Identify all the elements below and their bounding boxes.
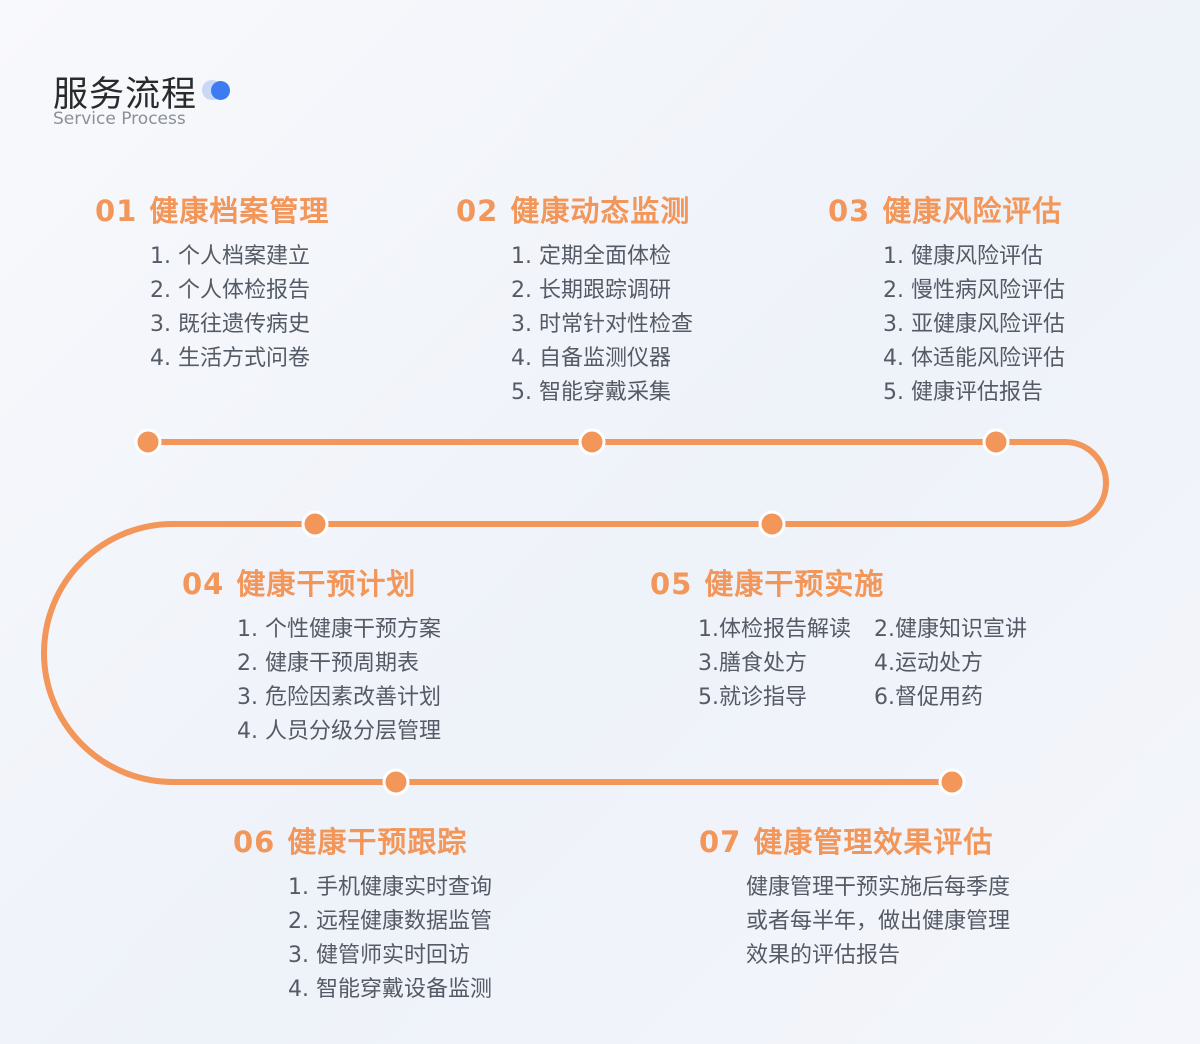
node-step-05 [758,510,786,538]
list-item: 2. 健康干预周期表 [237,651,419,676]
step-06-list: 1. 手机健康实时查询 2. 远程健康数据监管 3. 健管师实时回访 4. 智能… [288,871,492,1007]
step-05-list: 1.体检报告解读 2.健康知识宣讲 3.膳食处方 4.运动处方 5.就诊指导 6… [698,613,1050,715]
list-item: 4. 体适能风险评估 [883,346,1065,371]
list-item: 4. 智能穿戴设备监测 [288,977,492,1002]
step-01-label: 健康档案管理 [149,194,330,228]
list-item: 1. 个性健康干预方案 [237,617,441,642]
title-dots-icon [202,80,232,102]
list-item: 2. 个人体检报告 [150,278,310,303]
process-path-line [41,439,1109,785]
page-title: 服务流程 [53,75,198,115]
list-item: 3. 时常针对性检查 [511,312,693,337]
step-02-number: 02 [456,194,499,228]
step-03-number: 03 [828,194,871,228]
list-item: 2. 长期跟踪调研 [511,278,671,303]
node-step-04 [301,510,329,538]
step-02-list: 1. 定期全面体检 2. 长期跟踪调研 3. 时常针对性检查 4. 自备监测仪器… [511,240,693,410]
node-step-02 [578,428,606,456]
list-item: 2.健康知识宣讲 [874,617,1027,642]
list-item: 1. 手机健康实时查询 [288,875,492,900]
list-item: 4. 人员分级分层管理 [237,719,441,744]
description-line: 健康管理干预实施后每季度 [746,875,1011,900]
list-item: 3.膳食处方 [698,651,807,676]
list-item: 6.督促用药 [874,685,983,710]
list-item: 5. 健康评估报告 [883,380,1043,405]
step-04-label: 健康干预计划 [236,567,417,601]
node-step-07 [938,768,966,796]
step-02-label: 健康动态监测 [510,194,691,228]
step-07-description: 健康管理干预实施后每季度 或者每半年，做出健康管理 效果的评估报告 [746,871,1046,973]
step-06-title: 06 健康干预跟踪 [233,819,467,861]
list-item: 1. 健康风险评估 [883,244,1043,269]
list-item: 4.运动处方 [874,651,983,676]
step-04-list: 1. 个性健康干预方案 2. 健康干预周期表 3. 危险因素改善计划 4. 人员… [237,613,441,749]
list-item: 3. 亚健康风险评估 [883,312,1065,337]
step-05-title: 05 健康干预实施 [650,561,884,603]
list-item: 5.就诊指导 [698,685,807,710]
page-subtitle: Service Process [53,109,186,129]
list-item: 2. 慢性病风险评估 [883,278,1065,303]
list-item: 4. 生活方式问卷 [150,346,310,371]
list-item: 3. 既往遗传病史 [150,312,310,337]
list-item: 1. 定期全面体检 [511,244,671,269]
step-03-list: 1. 健康风险评估 2. 慢性病风险评估 3. 亚健康风险评估 4. 体适能风险… [883,240,1065,410]
list-item: 3. 危险因素改善计划 [237,685,441,710]
node-step-06 [382,768,410,796]
step-07-label: 健康管理效果评估 [753,825,994,859]
step-01-list: 1. 个人档案建立 2. 个人体检报告 3. 既往遗传病史 4. 生活方式问卷 [150,240,310,376]
description-line: 效果的评估报告 [746,943,901,968]
list-item: 1. 个人档案建立 [150,244,310,269]
step-03-label: 健康风险评估 [882,194,1063,228]
description-line: 或者每半年，做出健康管理 [746,909,1011,934]
list-item: 5. 智能穿戴采集 [511,380,671,405]
step-01-number: 01 [95,194,138,228]
node-step-01 [134,428,162,456]
list-item: 2. 远程健康数据监管 [288,909,492,934]
step-05-label: 健康干预实施 [704,567,885,601]
step-06-number: 06 [233,825,276,859]
step-07-title: 07 健康管理效果评估 [699,819,993,861]
step-02-title: 02 健康动态监测 [456,188,690,230]
step-04-number: 04 [182,567,225,601]
step-04-title: 04 健康干预计划 [182,561,416,603]
step-07-number: 07 [699,825,742,859]
step-05-number: 05 [650,567,693,601]
node-step-03 [982,428,1010,456]
step-03-title: 03 健康风险评估 [828,188,1062,230]
list-item: 1.体检报告解读 [698,617,851,642]
list-item: 4. 自备监测仪器 [511,346,671,371]
list-item: 3. 健管师实时回访 [288,943,470,968]
step-06-label: 健康干预跟踪 [287,825,468,859]
step-01-title: 01 健康档案管理 [95,188,329,230]
